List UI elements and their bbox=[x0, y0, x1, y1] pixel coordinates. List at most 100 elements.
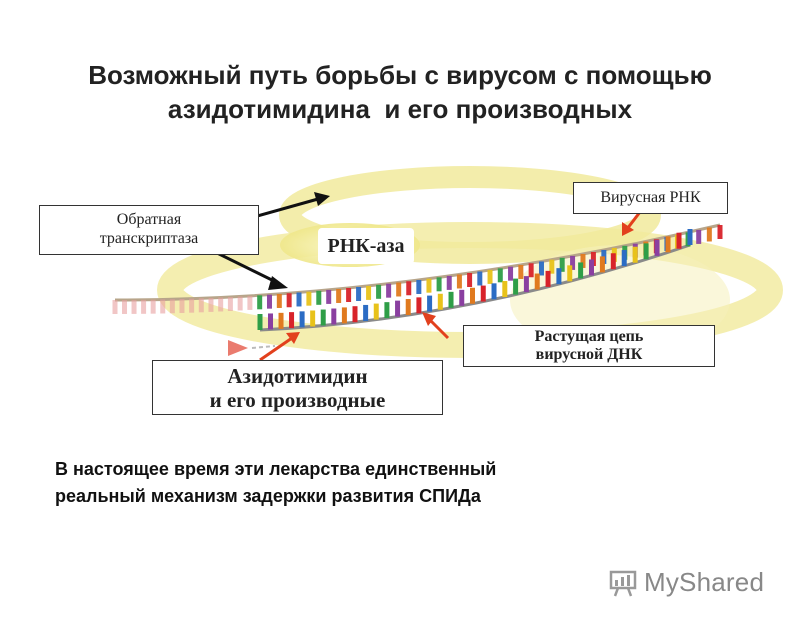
reverse-transcriptase-line-2: транскриптаза bbox=[99, 230, 199, 247]
rna-rung bbox=[366, 285, 372, 300]
dna-rung bbox=[534, 273, 540, 290]
dna-rung bbox=[363, 304, 369, 321]
rna-rung bbox=[406, 281, 412, 296]
rna-rung bbox=[227, 297, 233, 311]
logo-text: MyShared bbox=[644, 567, 765, 597]
dna-rung bbox=[513, 278, 519, 295]
dna-rung bbox=[632, 246, 638, 263]
dna-rung bbox=[299, 311, 305, 328]
rna-rung bbox=[198, 298, 204, 313]
rna-rung bbox=[549, 259, 555, 274]
dna-rung bbox=[578, 262, 584, 279]
rna-rung bbox=[396, 282, 402, 297]
arrow-to-viral-rna bbox=[622, 211, 642, 236]
dna-rung bbox=[480, 285, 486, 302]
rna-rung bbox=[141, 299, 147, 314]
rna-rung bbox=[467, 273, 473, 287]
incoming-nucleotide bbox=[228, 340, 276, 356]
dna-rung bbox=[320, 309, 326, 326]
dna-rung bbox=[395, 300, 401, 317]
rna-rung bbox=[179, 298, 185, 313]
arrow-to-enzyme-bottom bbox=[214, 250, 288, 290]
rna-rung bbox=[528, 263, 534, 278]
rna-rung bbox=[590, 252, 596, 266]
rna-rung bbox=[237, 296, 243, 311]
rna-rung bbox=[122, 299, 128, 314]
rna-rung bbox=[326, 289, 332, 304]
dna-rung bbox=[643, 243, 649, 260]
conclusion-line-2: реальный механизм задержки развития СПИД… bbox=[55, 486, 481, 506]
dna-rung bbox=[621, 250, 627, 267]
title-line-1: Возможный путь борьбы с вирусом с помощь… bbox=[88, 60, 712, 90]
dna-rung bbox=[676, 232, 682, 249]
dna-rung bbox=[405, 299, 411, 316]
growing-chain-label: Растущая цепь вирусной ДНК bbox=[463, 325, 715, 367]
rna-rung bbox=[376, 284, 382, 299]
conclusion-line-1: В настоящее время эти лекарства единстве… bbox=[55, 459, 497, 479]
dna-rung bbox=[491, 283, 497, 300]
dna-rung bbox=[341, 307, 347, 324]
rna-rung bbox=[316, 290, 322, 305]
rna-rung bbox=[218, 297, 224, 312]
rna-rung bbox=[487, 269, 493, 284]
arrow-to-azidothymidine bbox=[259, 332, 300, 362]
azidothymidine-line-2: и его производные bbox=[209, 388, 386, 412]
dna-rung bbox=[687, 229, 693, 245]
rna-rung bbox=[276, 293, 282, 308]
rna-rung bbox=[336, 288, 342, 303]
dna-rung bbox=[437, 293, 443, 310]
rna-rung bbox=[150, 299, 156, 314]
dna-rung bbox=[610, 253, 616, 270]
rna-rung bbox=[570, 255, 576, 270]
viral-rna-label: Вирусная РНК bbox=[573, 182, 728, 214]
rna-rung bbox=[208, 297, 214, 312]
dna-rung bbox=[310, 310, 316, 327]
myshared-logo[interactable]: MyShared bbox=[608, 567, 764, 598]
dna-rung bbox=[556, 268, 562, 285]
rna-rung bbox=[286, 293, 292, 308]
rna-rung bbox=[112, 300, 118, 314]
rna-rung bbox=[580, 253, 586, 268]
rna-rung bbox=[356, 286, 362, 301]
dna-rung bbox=[427, 295, 433, 312]
rna-rung bbox=[169, 299, 175, 314]
azidothymidine-label: Азидотимидин и его производные bbox=[152, 360, 443, 415]
dna-rung bbox=[257, 314, 263, 330]
title-line-2: азидотимидина и его производных bbox=[167, 94, 633, 124]
dna-rung bbox=[459, 289, 465, 306]
growing-chain-line-2: вирусной ДНК bbox=[535, 346, 643, 363]
dna-rung bbox=[448, 291, 454, 308]
azidothymidine-line-1: Азидотимидин bbox=[227, 364, 368, 388]
dna-rna-ladder bbox=[112, 223, 723, 332]
rna-rung bbox=[426, 278, 432, 293]
dna-rung bbox=[599, 256, 605, 273]
slide-title: Возможный путь борьбы с вирусом с помощь… bbox=[20, 58, 780, 126]
arrow-to-growing-chain bbox=[422, 312, 450, 340]
dna-rung bbox=[523, 276, 529, 293]
dna-rung bbox=[268, 313, 274, 330]
growing-chain-line-1: Растущая цепь bbox=[534, 328, 644, 345]
rna-rung bbox=[446, 275, 452, 290]
rnase-label: РНК-аза bbox=[318, 228, 414, 264]
rna-rung bbox=[247, 295, 253, 310]
dna-rung bbox=[373, 303, 379, 320]
dna-rung bbox=[384, 302, 390, 319]
dna-rung bbox=[289, 312, 295, 329]
reverse-transcriptase-label: Обратная транскриптаза bbox=[39, 205, 259, 255]
dna-rung bbox=[470, 287, 475, 304]
dna-rung bbox=[654, 239, 660, 256]
rna-rung bbox=[189, 298, 195, 313]
dna-rung bbox=[352, 306, 358, 323]
rna-rung bbox=[518, 264, 524, 279]
rna-rung bbox=[296, 292, 302, 307]
rna-rung bbox=[497, 268, 503, 283]
rna-rung bbox=[257, 295, 263, 310]
rna-rung bbox=[717, 225, 723, 239]
dna-rung bbox=[589, 259, 595, 276]
rna-rung bbox=[436, 277, 442, 292]
dna-rung bbox=[416, 297, 422, 314]
rna-rung bbox=[160, 299, 166, 314]
rna-rung bbox=[386, 283, 392, 298]
conclusion-text: В настоящее время эти лекарства единстве… bbox=[55, 456, 675, 510]
